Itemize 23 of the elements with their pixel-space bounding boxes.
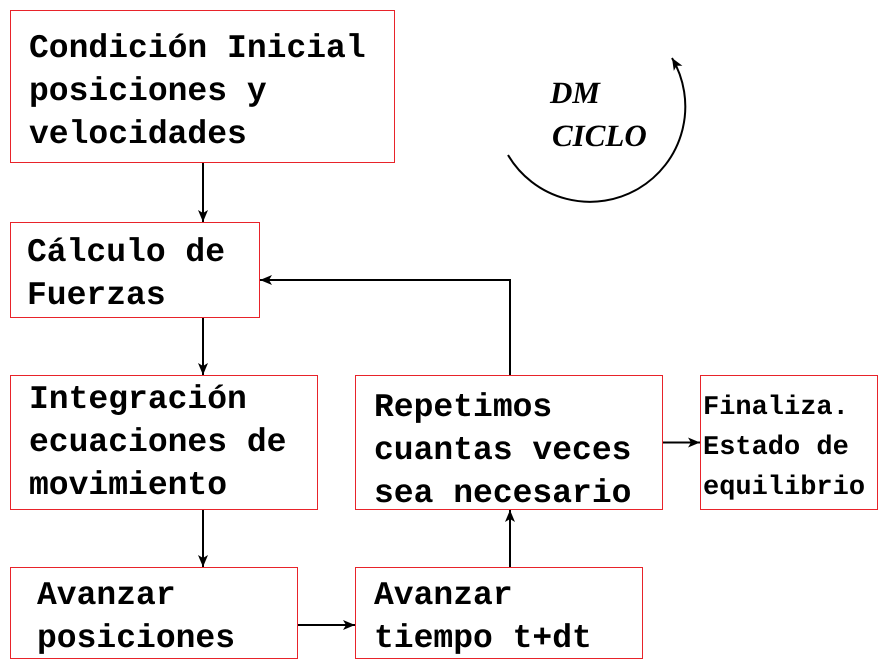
box-text: Finaliza. Estado de equilibrio	[703, 392, 866, 505]
process-box	[355, 375, 663, 510]
process-box	[10, 375, 318, 510]
box-text: Avanzar posiciones	[37, 576, 236, 659]
cycle-label: DM	[550, 75, 600, 111]
arrow	[663, 438, 700, 448]
arrow	[260, 275, 511, 375]
box-text: Avanzar tiempo t+dt	[374, 576, 593, 659]
process-box	[355, 567, 643, 659]
box-text: Integración ecuaciones de movimiento	[29, 380, 288, 506]
box-text: Cálculo de Fuerzas	[27, 233, 226, 316]
process-box	[10, 222, 260, 318]
arrow	[298, 620, 355, 630]
arrow	[505, 510, 515, 567]
box-text: Condición Inicial posiciones y velocidades	[29, 29, 367, 155]
process-box	[10, 567, 298, 659]
arrow	[198, 163, 208, 222]
process-box	[10, 10, 395, 163]
box-text: Repetimos cuantas veces sea necesario	[374, 388, 632, 514]
arrow	[198, 510, 208, 567]
cycle-label: CICLO	[552, 118, 647, 154]
arrow	[198, 318, 208, 375]
process-box	[700, 375, 878, 510]
